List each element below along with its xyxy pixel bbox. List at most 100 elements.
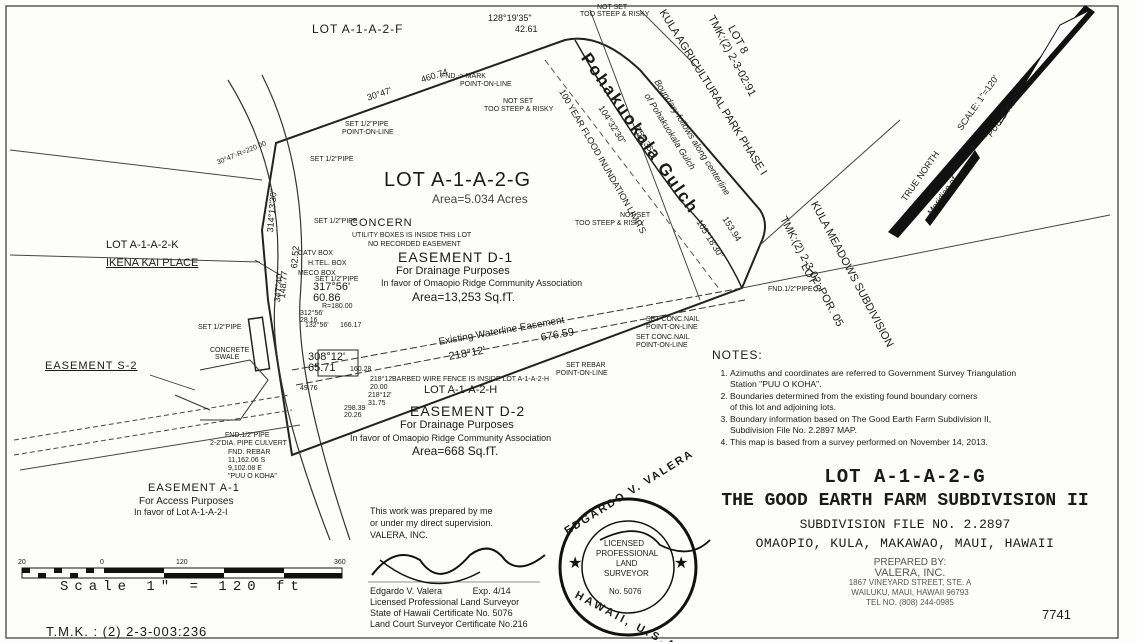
note-item-3: Boundary information based on The Good E… — [730, 414, 1112, 436]
lot-h-label: LOT A-1-A-2-H — [424, 384, 498, 396]
tmk-number: T.M.K. : (2) 2-3-003:236 — [46, 624, 208, 639]
note-item-2: Boundaries determined from the existing … — [730, 391, 1112, 413]
title-location: OMAOPIO, KULA, MAKAWAO, MAUI, HAWAII — [755, 536, 1055, 551]
seal-land: LAND — [616, 559, 638, 568]
curve-radius-2: R=180.00 — [322, 303, 353, 310]
note-set-pipe-c: SET 1/2"PIPE — [315, 276, 359, 283]
bearing-1: 128°19'35" — [488, 13, 532, 23]
title-file-no: SUBDIVISION FILE NO. 2.2897 — [799, 517, 1011, 532]
north-arrow-graphic — [888, 5, 1095, 238]
prepared-address-1: 1867 VINEYARD STREET, STE. A — [848, 578, 972, 587]
note-fnd-mark-2: POINT-ON-LINE — [460, 81, 512, 88]
prepared-tel: TEL NO. (808) 244-0985 — [866, 598, 954, 607]
bearing-12: 218°12' — [370, 376, 394, 383]
surveyor-title: Licensed Professional Land Surveyor — [370, 597, 520, 607]
easement-d2-favor: In favor of Omaopio Ridge Community Asso… — [350, 433, 552, 443]
lot-g-title: LOT A-1-A-2-G — [384, 169, 532, 191]
easement-d2-area: Area=668 Sq.fT. — [412, 444, 499, 458]
note-culvert: 2-2'DIA. PIPE CULVERT — [210, 440, 287, 447]
prepared-by-block: PREPARED BY: VALERA, INC. 1867 VINEYARD … — [830, 558, 990, 608]
cert-line-3: VALERA, INC. — [370, 530, 428, 540]
note-set-nail-3: SET CONC.NAIL — [636, 334, 690, 341]
note-set-pipe-pol-2: POINT-ON-LINE — [342, 129, 394, 136]
distance-13: 31.75 — [368, 400, 386, 407]
bearing-14: 298.39 — [344, 405, 366, 412]
concern-note: UTILITY BOXES IS INSIDE THIS LOT — [352, 232, 472, 239]
bearing-13: 218°12' — [368, 392, 392, 399]
scale-bar-graphic — [21, 567, 343, 579]
note-set-pipe-d: SET 1/2"PIPE — [198, 324, 242, 331]
surveyor-block: Edgardo V. Valera Exp. 4/14 Licensed Pro… — [370, 586, 528, 630]
note-not-set-top: NOT SET — [597, 4, 628, 11]
surveyor-name-row: Edgardo V. Valera Exp. 4/14 — [370, 586, 528, 597]
easement-d2-title: EASEMENT D-2 — [410, 403, 526, 419]
title-block: LOT A-1-A-2-G THE GOOD EARTH FARM SUBDIV… — [690, 466, 1120, 551]
easement-s2-title: EASEMENT S-2 — [45, 360, 138, 372]
distance-18: 166.17 — [340, 322, 362, 329]
lot-g-area: Area=5.034 Acres — [432, 192, 528, 206]
note-fnd-pipe-left: FND.1/2"PIPE — [225, 432, 270, 439]
note-catv-box: CATV BOX — [298, 250, 333, 257]
certification-statement: This work was prepared by me or under my… — [370, 505, 493, 541]
note-fnd-rebar: FND. REBAR — [228, 449, 271, 456]
license-expiry: Exp. 4/14 — [472, 586, 511, 596]
distance-11: 160.28 — [350, 366, 372, 373]
note-set-nail-2: POINT-ON-LINE — [646, 324, 698, 331]
note-set-rebar-2: POINT-ON-LINE — [556, 370, 608, 377]
easement-a1-title: EASEMENT A-1 — [148, 482, 240, 494]
ikena-kai-place-label: IKENA KAI PLACE — [106, 257, 199, 269]
note-fnd-mark: FND.-> MARK — [441, 73, 486, 80]
note-set-nail: SET CONC.NAIL — [646, 316, 700, 323]
distance-8: 65.71 — [308, 362, 336, 374]
note-htel-box: H.TEL. BOX — [308, 260, 347, 267]
note-meco-box: MECO BOX — [298, 270, 336, 277]
note-coord-1: 11,162.06 S — [228, 457, 266, 464]
note-item-1: Azimuths and coordinates are referred to… — [730, 368, 1112, 390]
scale-tick-20: 20 — [18, 559, 26, 566]
scale-tick-360: 360 — [334, 559, 346, 566]
prepared-label: PREPARED BY: — [873, 557, 947, 568]
prepared-firm: VALERA, INC. — [874, 567, 946, 579]
easement-d1-title: EASEMENT D-1 — [398, 249, 514, 265]
bearing-17: 312°56' — [300, 310, 324, 317]
scale-label: Scale 1" = 120 ft — [60, 579, 305, 595]
surveyor-certificate: State of Hawaii Certificate No. 5076 — [370, 608, 513, 618]
bearing-7: 317°56' — [313, 281, 351, 293]
easement-d1-favor: In favor of Omaopio Ridge Community Asso… — [381, 278, 583, 288]
easement-d2-purpose: For Drainage Purposes — [400, 419, 514, 431]
easement-d1-purpose: For Drainage Purposes — [396, 265, 510, 277]
easement-d1-area: Area=13,253 Sq.fT. — [412, 290, 516, 304]
scale-tick-0: 0 — [100, 559, 104, 566]
note-concrete: CONCRETE — [210, 347, 250, 354]
notes-block: NOTES: Azimuths and coordinates are refe… — [712, 348, 1112, 449]
easement-a1-favor: In favor of Lot A-1-A-2-I — [134, 507, 228, 517]
distance-10: 49.76 — [300, 385, 318, 392]
seal-surveyor: SURVEYOR — [604, 569, 649, 578]
note-not-set-top-2: TOO STEEP & RISKY — [580, 11, 650, 18]
note-not-set-low-2: TOO STEEP & RISKY — [575, 220, 645, 227]
note-not-set-mid-2: TOO STEEP & RISKY — [484, 106, 554, 113]
note-set-pipe-a: SET 1/2"PIPE — [310, 156, 354, 163]
note-fnd-pipe-right: FND.1/2"PIPE — [768, 286, 813, 293]
concern-note-2: NO RECORDED EASEMENT — [368, 241, 461, 248]
sheet-number: 7741 — [1042, 607, 1071, 622]
svg-text:★: ★ — [674, 555, 688, 572]
bearing-18: 132°56' — [305, 322, 329, 329]
concern-label: CONCERN — [350, 217, 413, 229]
distance-7: 60.86 — [313, 292, 341, 304]
notes-title: NOTES: — [712, 348, 763, 362]
title-lot: LOT A-1-A-2-G — [824, 466, 986, 488]
seal-professional: PROFESSIONAL — [596, 549, 659, 558]
notes-list: Azimuths and coordinates are referred to… — [712, 368, 1112, 448]
scale-tick-120: 120 — [176, 559, 188, 566]
distance-12: 20.00 — [370, 384, 388, 391]
seal-number: No. 5076 — [609, 587, 642, 596]
note-item-4: This map is based from a survey performe… — [730, 437, 1112, 448]
note-swale: SWALE — [215, 354, 240, 361]
bearing-8: 308°12' — [308, 351, 346, 363]
title-subdivision: THE GOOD EARTH FARM SUBDIVISION II — [721, 491, 1089, 511]
note-not-set-low: NOT SET — [620, 212, 651, 219]
note-set-pipe-b: SET 1/2"PIPE — [314, 218, 358, 225]
